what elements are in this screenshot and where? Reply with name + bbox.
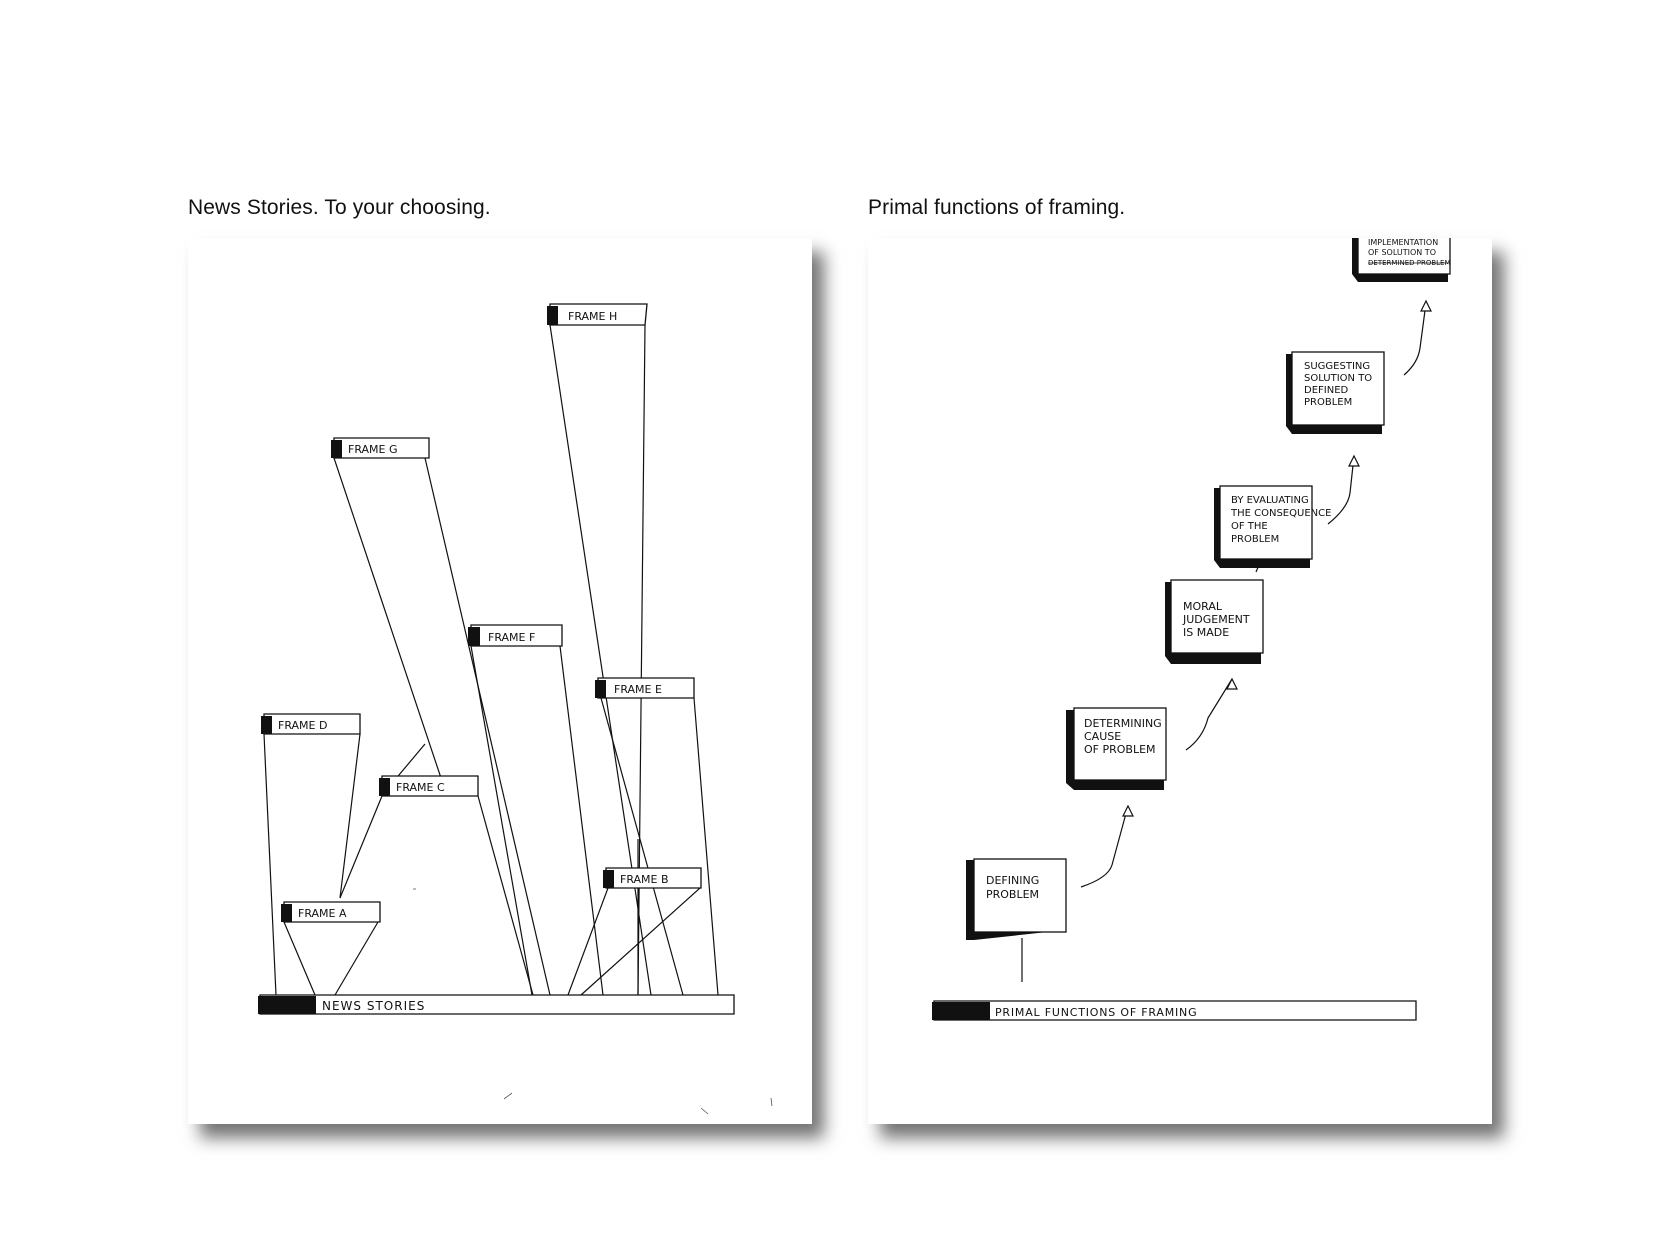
news-stories-diagram: FRAME H FRAME G FRAME F FRAME E FRAME D [258,303,773,1115]
primal-functions-diagram: DEFINING PROBLEM DETERMINING CAUSE OF PR… [932,238,1451,1021]
frame-c: FRAME C [379,775,479,797]
step-6-line-3: DETERMINED PROBLEM [1368,259,1451,267]
step-6-line-1: IMPLEMENTATION [1368,238,1438,247]
step-3-line-3: IS MADE [1183,626,1229,639]
step-5-line-3: DEFINED [1304,385,1349,396]
step-2-line-3: OF PROBLEM [1084,743,1156,756]
frame-h: FRAME H [547,303,648,326]
arrow-2-3 [1185,678,1233,751]
step-4-line-2: THE CONSEQUENCE [1230,508,1331,519]
step-evaluating-consequence: BY EVALUATING THE CONSEQUENCE OF THE PRO… [1214,485,1331,568]
step-determining-cause: DETERMINING CAUSE OF PROBLEM [1066,707,1167,790]
frame-h-label: FRAME H [568,310,617,323]
step-3-line-1: MORAL [1183,600,1223,613]
step-defining-problem: DEFINING PROBLEM [966,858,1067,940]
beam-frame-a [283,921,379,996]
news-stories-sheet: FRAME H FRAME G FRAME F FRAME E FRAME D [188,238,812,1124]
frame-a: FRAME A [281,901,381,923]
news-stories-label: NEWS STORIES [322,999,425,1013]
primal-functions-base: PRIMAL FUNCTIONS OF FRAMING [932,1000,1417,1021]
step-suggesting-solution: SUGGESTING SOLUTION TO DEFINED PROBLEM [1286,351,1385,434]
frame-d-label: FRAME D [278,719,327,732]
step-4-line-3: OF THE [1231,521,1268,532]
step-2-line-2: CAUSE [1084,730,1121,743]
arrow-5-6 [1403,302,1427,376]
beam-frame-g [333,457,551,996]
news-stories-base: NEWS STORIES [258,994,735,1015]
frame-c-label: FRAME C [396,781,445,794]
primal-functions-sheet: DEFINING PROBLEM DETERMINING CAUSE OF PR… [868,238,1492,1124]
step-5-line-2: SOLUTION TO [1304,373,1372,384]
step-5-line-4: PROBLEM [1304,397,1352,408]
step-implementation: IMPLEMENTATION OF SOLUTION TO DETERMINED… [1352,238,1451,282]
step-4-line-4: PROBLEM [1231,534,1279,545]
step-3-line-2: JUDGEMENT [1182,613,1250,626]
step-moral-judgement: MORAL JUDGEMENT IS MADE [1165,579,1264,664]
beam-frame-b [567,839,701,996]
primal-functions-label: PRIMAL FUNCTIONS OF FRAMING [995,1006,1197,1019]
frame-b: FRAME B [603,867,702,889]
beam-frame-e [600,697,719,996]
step-1-line-2: PROBLEM [986,888,1039,901]
frame-d: FRAME D [261,713,361,735]
frame-f-label: FRAME F [488,631,535,644]
step-2-line-1: DETERMINING [1084,717,1162,730]
frame-b-label: FRAME B [620,873,669,886]
frame-a-label: FRAME A [298,907,347,920]
left-caption: News Stories. To your choosing. [188,196,491,219]
step-4-line-1: BY EVALUATING [1231,495,1309,506]
frame-f: FRAME F [468,624,563,647]
beam-frame-h [549,324,652,996]
right-caption: Primal functions of framing. [868,196,1126,219]
arrow-4-5 [1327,455,1355,525]
beam-frame-f [470,645,604,996]
step-6-line-2: OF SOLUTION TO [1368,248,1436,257]
step-5-line-1: SUGGESTING [1304,361,1370,372]
frame-e: FRAME E [595,677,695,699]
frame-e-label: FRAME E [614,683,662,696]
frame-g: FRAME G [331,437,430,459]
frame-g-label: FRAME G [348,443,398,456]
arrow-1-2 [1080,805,1129,888]
beam-frame-d [263,733,361,996]
step-1-line-1: DEFINING [986,874,1039,887]
